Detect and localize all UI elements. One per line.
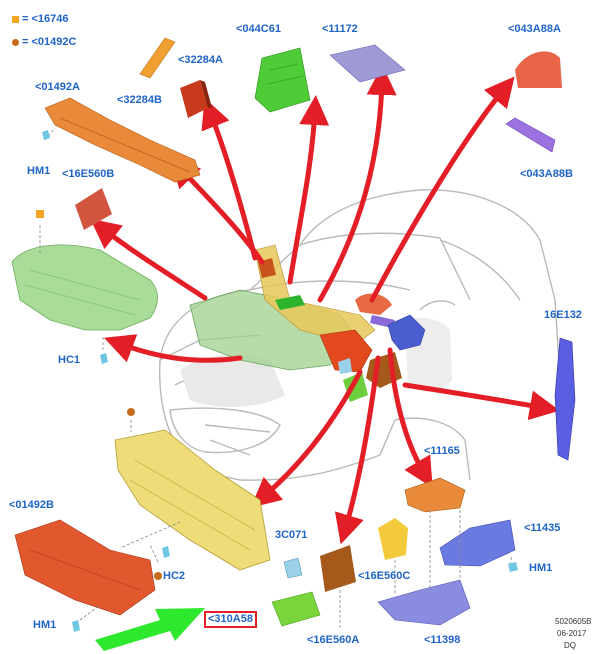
green-pointer-arrow <box>95 608 205 651</box>
part-16e132 <box>554 337 576 461</box>
legend-square-icon <box>12 16 19 23</box>
drawing-date: 06-2017 <box>557 629 587 638</box>
part-01492b <box>14 519 156 616</box>
fasteners <box>36 130 518 632</box>
part-11435 <box>439 519 516 567</box>
part-043a88b <box>505 117 556 153</box>
leader-lines <box>39 127 513 630</box>
part-043a88a <box>515 51 562 88</box>
part-11398 <box>377 579 471 626</box>
label-01492a: <01492A <box>35 81 80 93</box>
label-044c61: <044C61 <box>236 23 281 35</box>
label-16e560a: <16E560A <box>307 634 360 646</box>
marker-square <box>36 210 44 218</box>
part-16e560b <box>75 188 112 230</box>
label-11435: <11435 <box>524 522 561 534</box>
part-01492a <box>44 97 201 183</box>
part-dash-insulator <box>11 244 158 331</box>
label-32284b: <32284B <box>117 94 162 106</box>
label-043a88b: <043A88B <box>520 168 573 180</box>
part-32284b <box>139 37 176 79</box>
label-310a58-highlighted: <310A58 <box>204 611 257 628</box>
label-16e560c: <16E560C <box>358 570 411 582</box>
part-310a58 <box>271 591 321 627</box>
label-hc1: HC1 <box>58 354 81 366</box>
label-11172: <11172 <box>322 23 358 35</box>
label-01492b: <01492B <box>9 499 54 511</box>
label-hm1-bottom: HM1 <box>33 619 57 631</box>
label-16e132: 16E132 <box>544 309 582 321</box>
part-044c61 <box>254 47 311 113</box>
vehicle-shading <box>180 317 452 407</box>
label-hm1-right: HM1 <box>529 562 553 574</box>
drawing-code: 5020605B <box>555 617 592 626</box>
part-11165 <box>404 477 466 513</box>
label-hc2: HC2 <box>163 570 186 582</box>
part-dash-panel <box>114 429 271 571</box>
legend-circle-icon <box>12 39 19 46</box>
legend-entry-circle: = <01492C <box>22 36 77 48</box>
label-11165: <11165 <box>424 445 460 457</box>
marker-circle <box>154 572 162 580</box>
marker-circle <box>127 408 135 416</box>
part-11172 <box>329 44 406 83</box>
label-11398: <11398 <box>424 634 461 646</box>
label-043a88a: <043A88A <box>508 23 561 35</box>
part-3c071 <box>283 557 303 579</box>
label-32284a: <32284A <box>178 54 223 66</box>
part-16e560a <box>320 545 356 592</box>
part-16e560c <box>378 518 408 560</box>
label-hm1-top: HM1 <box>27 165 51 177</box>
part-32284a <box>180 80 212 118</box>
label-3c071: 3C071 <box>275 529 308 541</box>
pointer-arrows <box>90 65 560 545</box>
legend-entry-square: = <16746 <box>22 13 69 25</box>
label-16e560b: <16E560B <box>62 168 115 180</box>
drawing-initials: DQ <box>564 641 576 650</box>
